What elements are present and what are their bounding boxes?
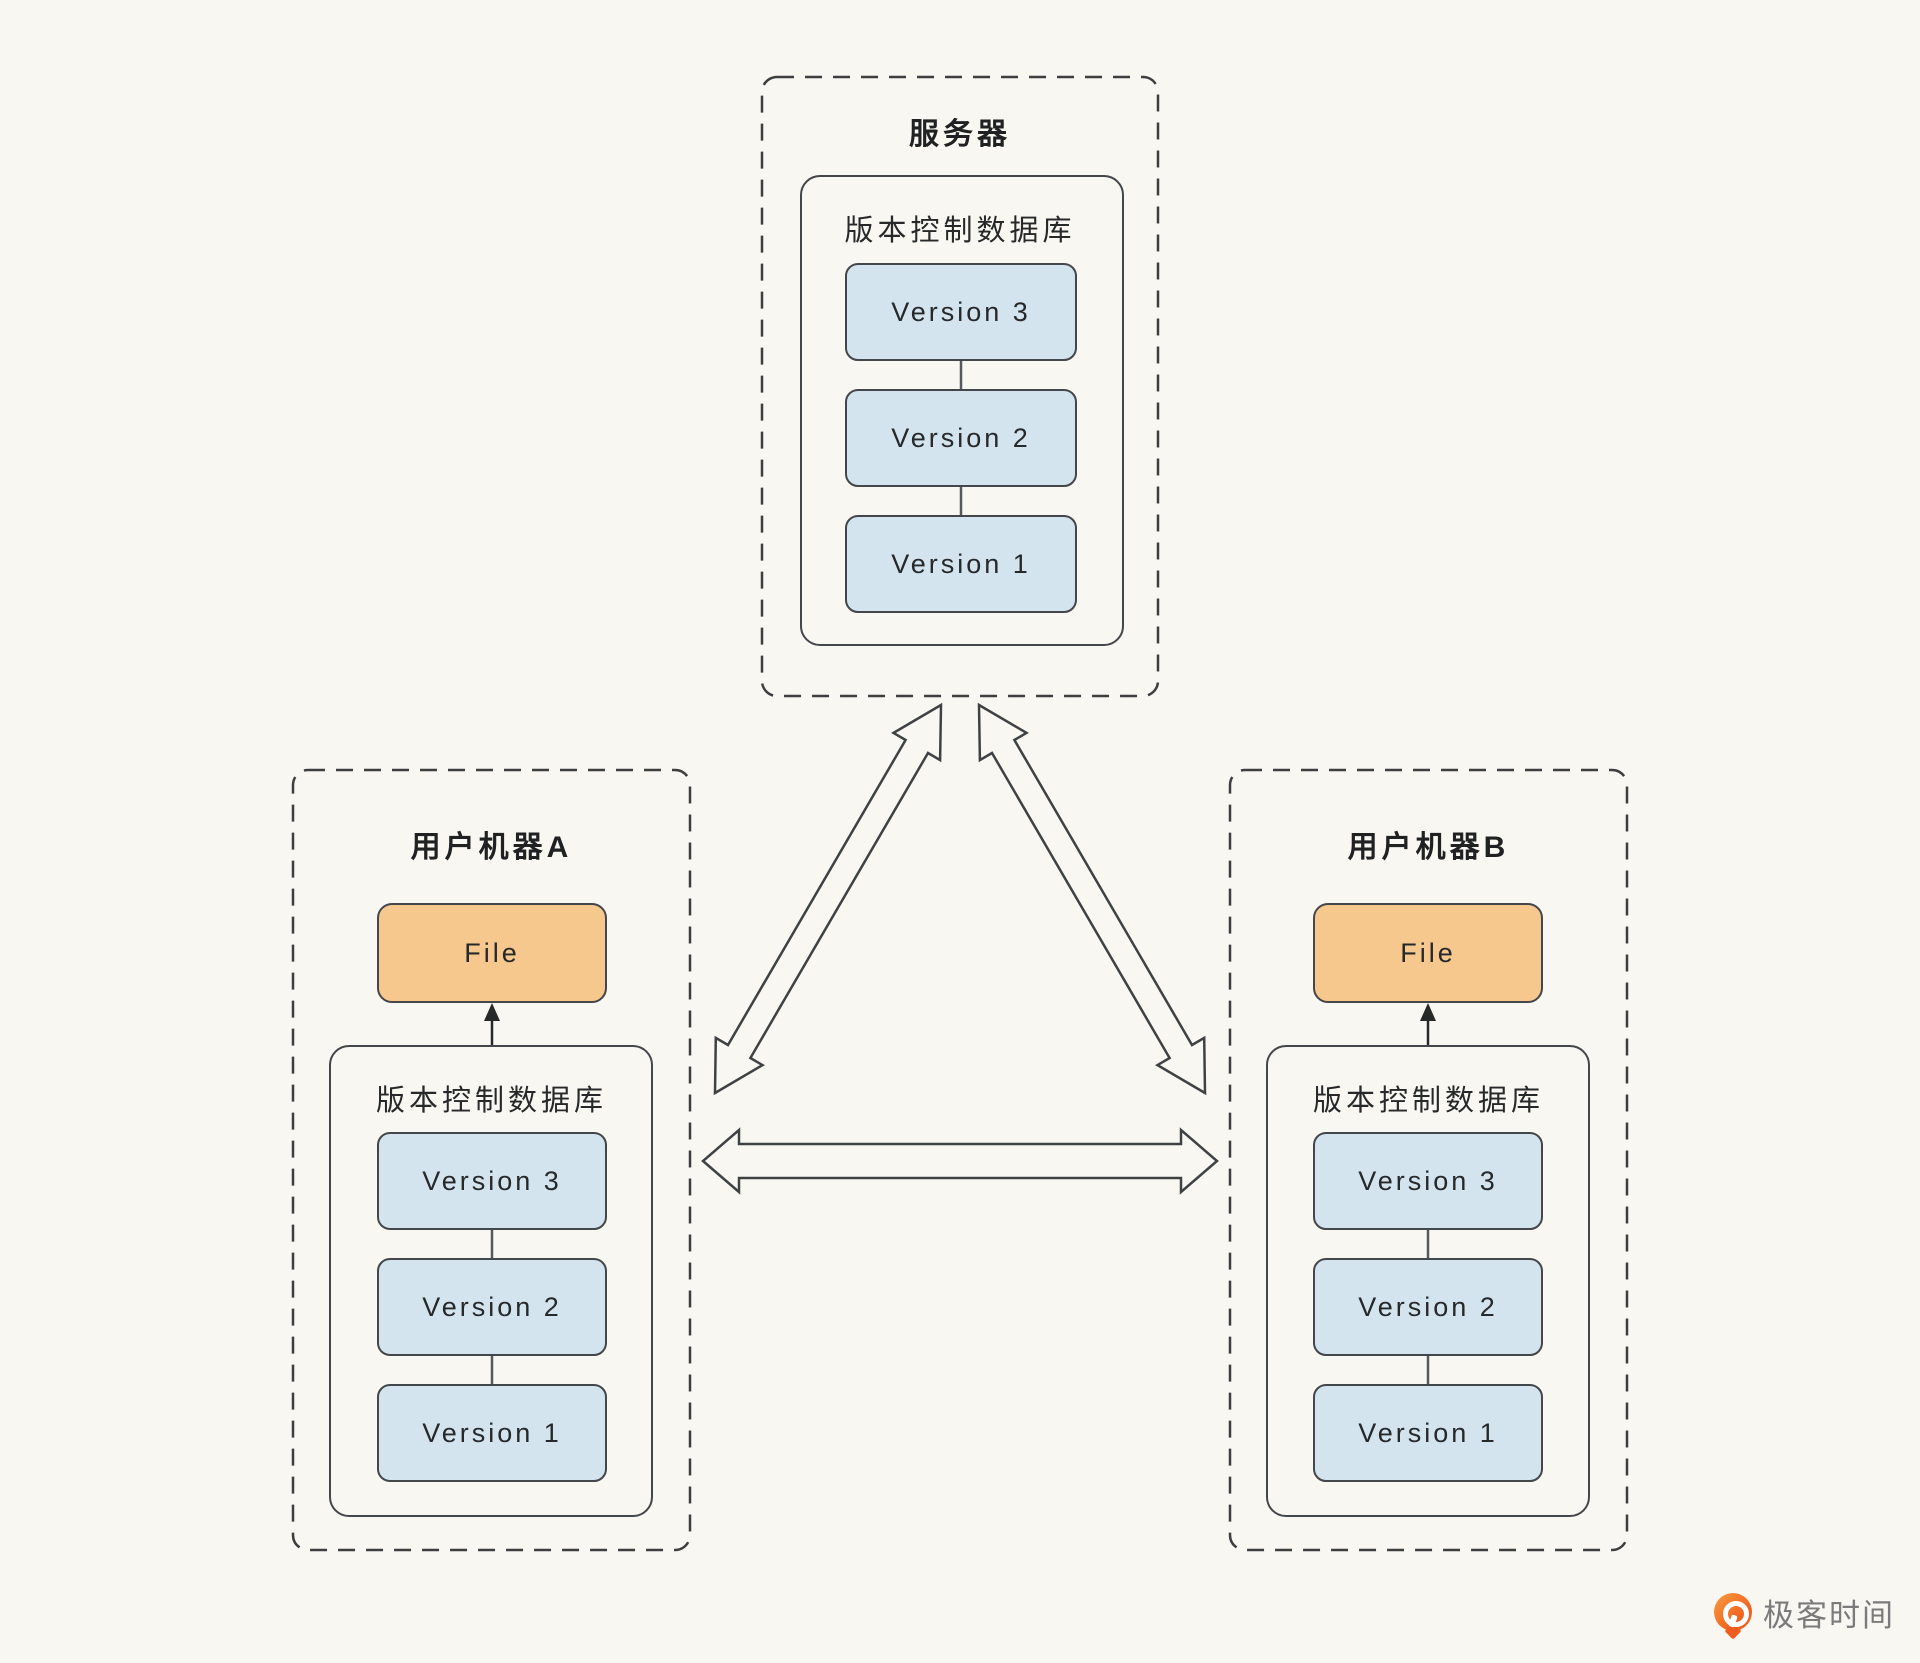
machine-b-group: 用户机器B File 版本控制数据库 Version 3 Version 2 V…: [1230, 770, 1627, 1550]
machine-b-database-box: [1266, 1045, 1590, 1517]
machine-a-file-label: File: [464, 937, 520, 968]
machine-b-file-box: File: [1313, 903, 1543, 1003]
machine-a-version-2-label: Version 2: [422, 1291, 562, 1322]
machine-b-version-3-box: Version 3: [1313, 1132, 1543, 1230]
server-version-2-box: Version 2: [845, 389, 1077, 487]
machine-a-version-2-box: Version 2: [377, 1258, 607, 1356]
machine-b-version-2-box: Version 2: [1313, 1258, 1543, 1356]
sync-arrow-server-machine-a: [713, 702, 943, 1096]
geektime-logo-text: 极客时间: [1763, 1598, 1895, 1633]
machine-a-version-3-label: Version 3: [422, 1165, 562, 1196]
machine-b-file-label: File: [1400, 937, 1456, 968]
machine-a-database-box: [329, 1045, 653, 1517]
server-title: 服务器: [909, 118, 1011, 151]
server-database-label: 版本控制数据库: [844, 215, 1076, 247]
machine-a-group: 用户机器A File 版本控制数据库 Version 3 Version 2 V…: [293, 770, 690, 1550]
machine-a-version-1-label: Version 1: [422, 1417, 562, 1448]
machine-b-database-label: 版本控制数据库: [1312, 1085, 1544, 1117]
server-database-box: [800, 175, 1124, 646]
sync-arrow-server-machine-b: [977, 702, 1207, 1096]
machine-a-title: 用户机器A: [410, 831, 573, 864]
machine-b-title: 用户机器B: [1347, 831, 1510, 864]
machine-b-version-2-label: Version 2: [1358, 1291, 1498, 1322]
machine-b-version-1-label: Version 1: [1358, 1417, 1498, 1448]
server-version-2-label: Version 2: [891, 422, 1031, 453]
server-version-3-label: Version 3: [891, 296, 1031, 327]
geektime-logo: 极客时间: [1714, 1590, 1895, 1639]
server-version-3-box: Version 3: [845, 263, 1077, 361]
machine-a-database-label: 版本控制数据库: [375, 1085, 607, 1117]
sync-arrow-machine-a-machine-b: [701, 1127, 1219, 1195]
server-version-1-label: Version 1: [891, 548, 1031, 579]
geektime-logo-icon: [1714, 1592, 1754, 1639]
machine-b-version-1-box: Version 1: [1313, 1384, 1543, 1482]
server-version-1-box: Version 1: [845, 515, 1077, 613]
machine-a-version-3-box: Version 3: [377, 1132, 607, 1230]
machine-b-version-3-label: Version 3: [1358, 1165, 1498, 1196]
server-group: 服务器 版本控制数据库 Version 3 Version 2 Version …: [762, 77, 1158, 696]
machine-a-file-box: File: [377, 903, 607, 1003]
machine-a-version-1-box: Version 1: [377, 1384, 607, 1482]
